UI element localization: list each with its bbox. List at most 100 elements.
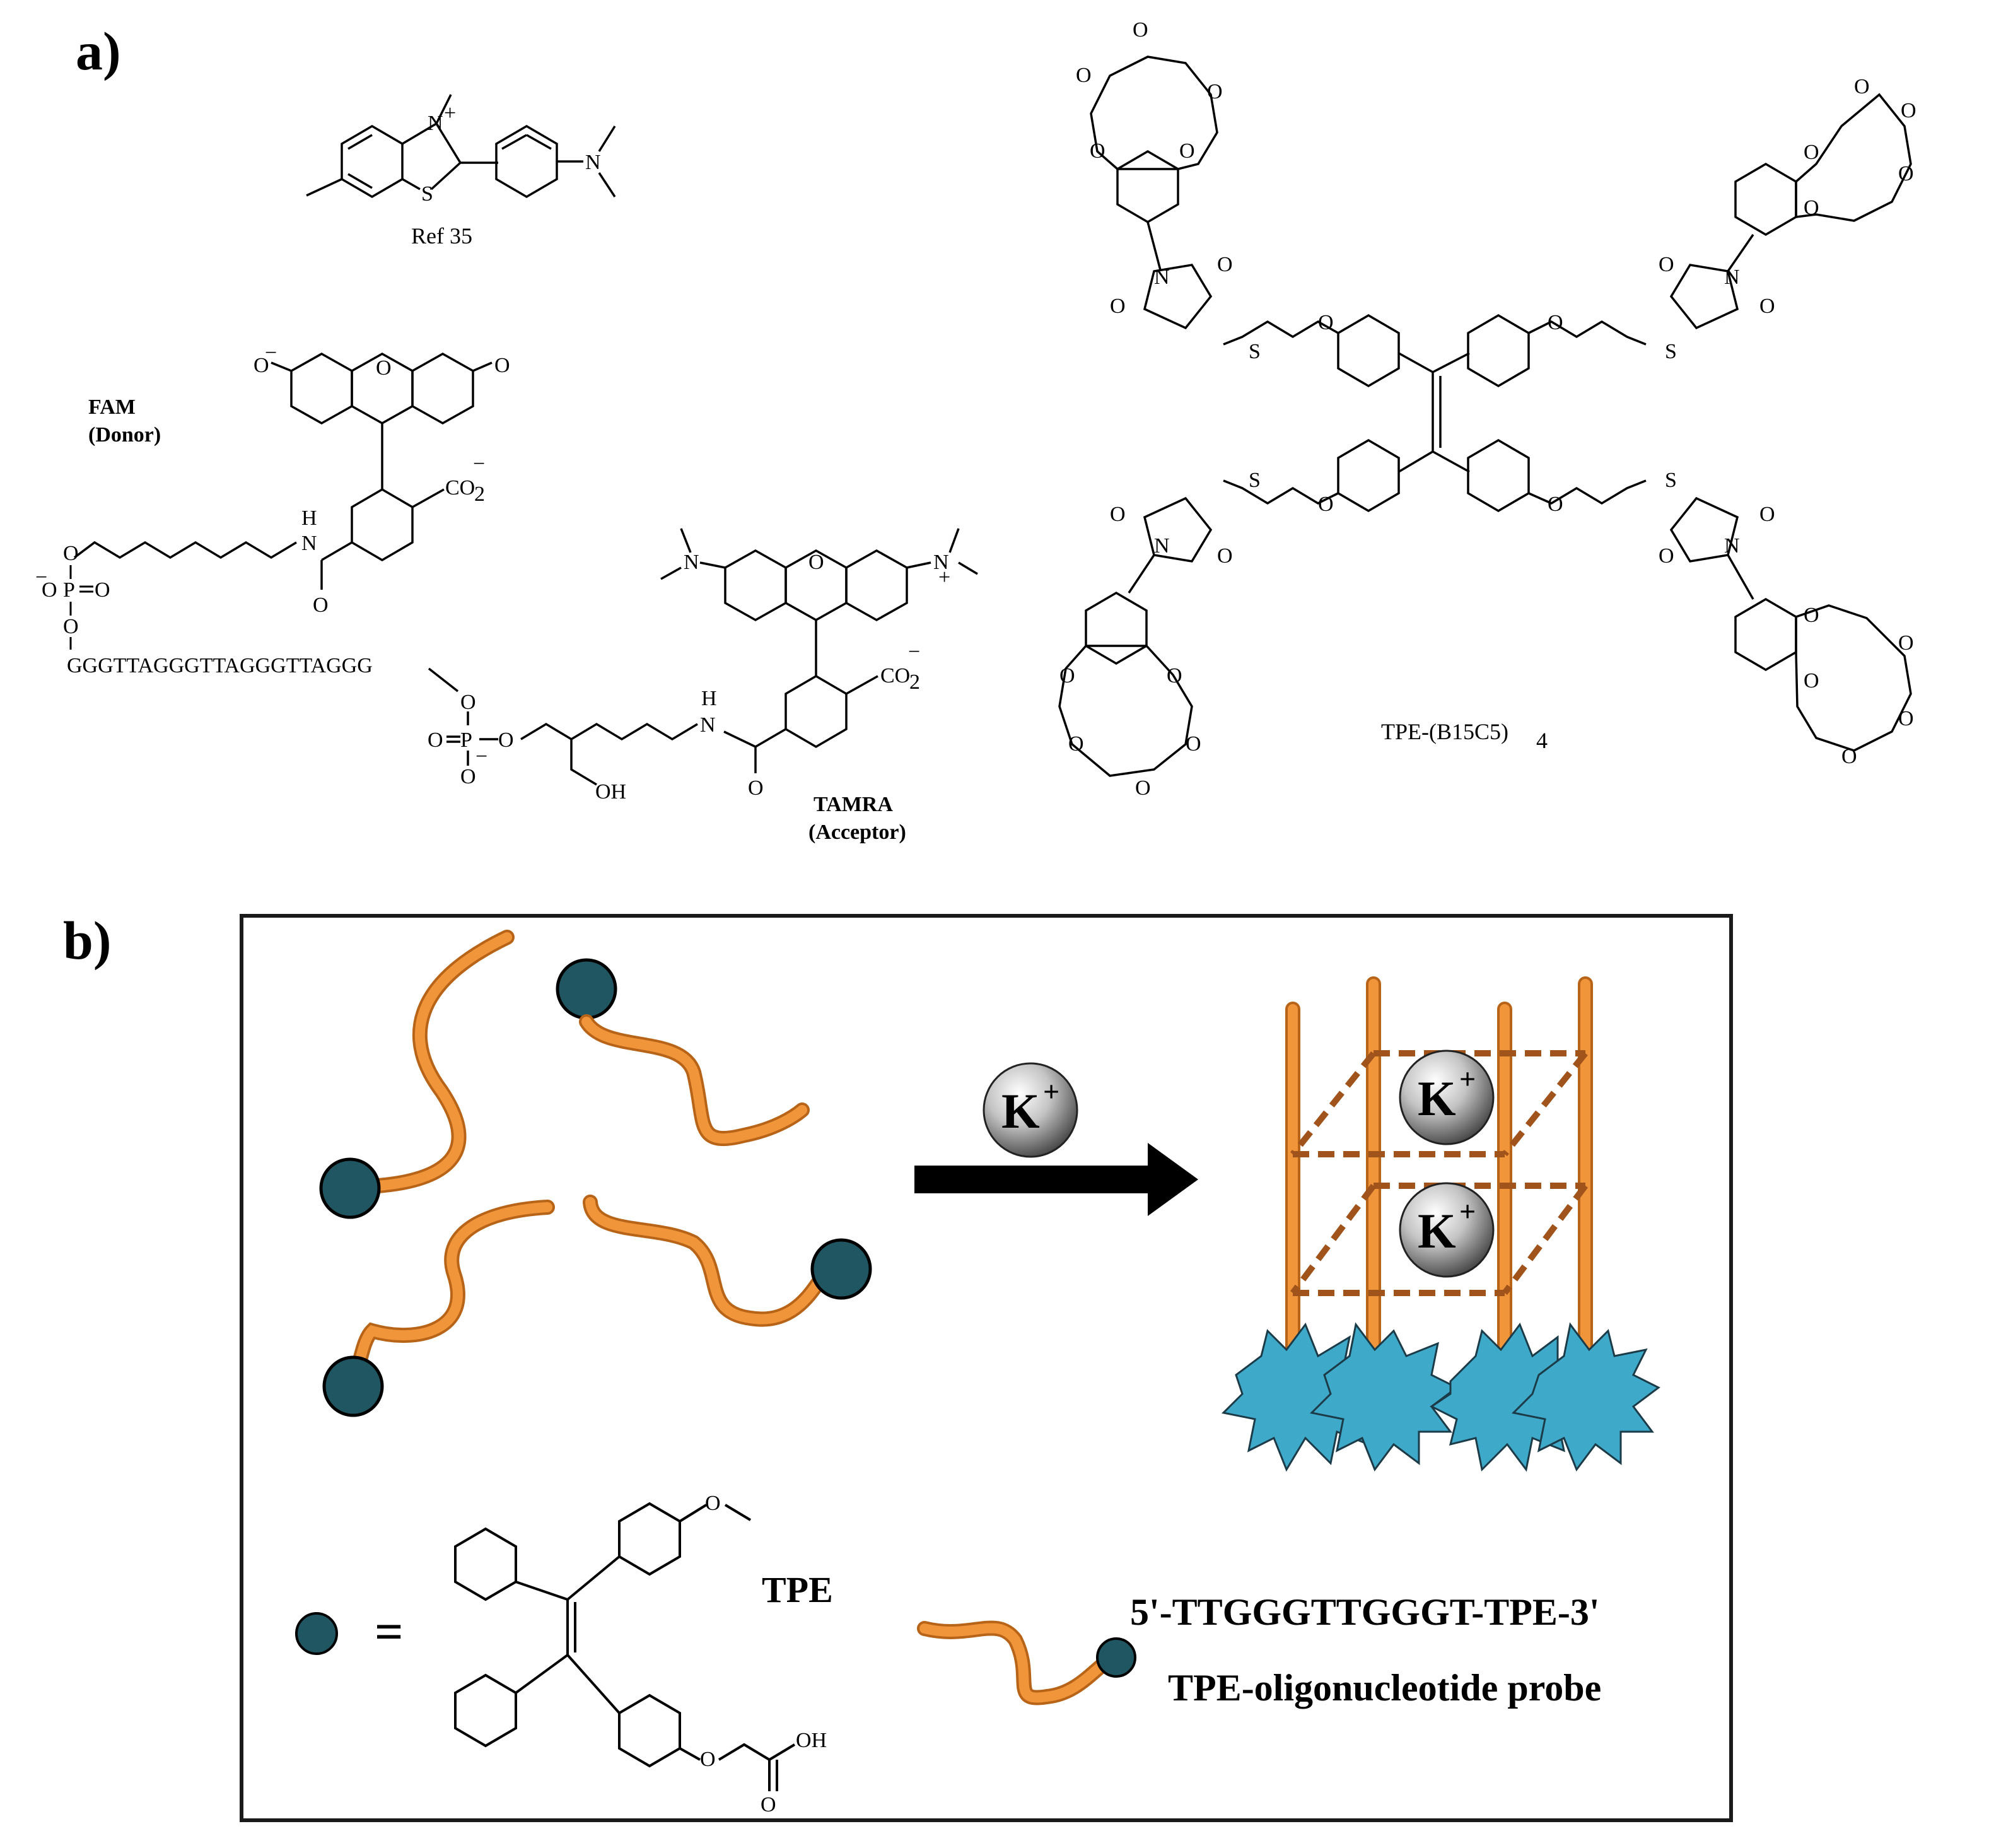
fam-co2: CO <box>445 476 475 500</box>
aie-aggregates <box>1221 1322 1660 1472</box>
legend-equals: = <box>375 1605 404 1660</box>
phosphate2-oxo: O <box>428 728 443 752</box>
fam-co2-minus: − <box>473 452 485 476</box>
crown4-o-4: O <box>1898 707 1914 730</box>
crown2-o-2: O <box>1854 75 1870 98</box>
probe-name: TPE-oligonucleotide probe <box>1168 1667 1601 1709</box>
b15c5-carbonyl-o-6: O <box>1217 544 1233 568</box>
strand-4 <box>585 1197 825 1325</box>
b15c5-s-atom-1: S <box>1249 340 1261 363</box>
strand-3 <box>354 1202 552 1367</box>
b15c5-o-atom-2: O <box>1548 311 1563 334</box>
tpe-acid-oh: OH <box>796 1729 827 1752</box>
tamra-nme2-right: N <box>933 551 949 574</box>
tamra-co2-minus: − <box>908 640 920 664</box>
legend-tpe-bead <box>295 1612 338 1655</box>
tamra-ring-oxygen: O <box>808 551 824 574</box>
crown1-o-3: O <box>1207 80 1223 103</box>
crown1-o-4: O <box>1090 139 1105 163</box>
tpe-b15c5-subscript: 4 <box>1536 728 1548 753</box>
ref35-s-atom: S <box>421 182 433 206</box>
crown2-o-1: O <box>1804 141 1819 164</box>
bound-k-ion-2: K + <box>1399 1182 1495 1278</box>
b15c5-carbonyl-o-1: O <box>1110 295 1126 318</box>
phosphate1-oxo: O <box>95 578 110 602</box>
tamra-nme2-left: N <box>684 551 699 574</box>
reaction-arrow <box>914 1143 1198 1216</box>
tamra-amide-oxygen: O <box>748 776 764 800</box>
tpe-b15c5-heteroatoms: S O O S S O O S N N N N O O O O O O O O … <box>1059 18 1916 800</box>
bound-k-ion-1: K + <box>1399 1050 1495 1145</box>
fam-label: FAM <box>88 395 136 419</box>
phosphate1-oxygen-top: O <box>63 542 79 565</box>
crown2-o-4: O <box>1898 162 1914 185</box>
tamra-plus-charge: + <box>938 566 950 589</box>
panel-b-label: b) <box>63 910 111 971</box>
b15c5-carbonyl-o-3: O <box>1659 253 1674 276</box>
panel-b-frame <box>240 914 1733 1822</box>
crown3-o-1: O <box>1059 664 1075 687</box>
ref35-caption: Ref 35 <box>411 223 472 249</box>
phosphate1-p: P <box>63 578 75 602</box>
b15c5-n-atom-4: N <box>1724 534 1740 558</box>
strand-1 <box>373 932 512 1191</box>
tamra-amide-h: H <box>701 687 717 710</box>
phosphate2-oxygen-right: O <box>498 728 514 752</box>
tpe-structure <box>454 1502 796 1791</box>
b15c5-carbonyl-o-5: O <box>1110 503 1126 526</box>
fam-phenolate-minus: − <box>265 341 277 365</box>
b15c5-s-atom-4: S <box>1665 469 1677 492</box>
fam-co2-subscript: 2 <box>474 482 485 506</box>
tamra-role: (Acceptor) <box>808 821 906 844</box>
tamra-co2-subscript: 2 <box>909 670 920 694</box>
b15c5-carbonyl-o-4: O <box>1759 295 1775 318</box>
crown4-o-1: O <box>1804 604 1819 627</box>
crown2-o-5: O <box>1804 196 1819 219</box>
svg-text:K: K <box>1418 1203 1456 1258</box>
crown1-o-5: O <box>1179 139 1195 163</box>
b15c5-s-atom-2: S <box>1665 340 1677 363</box>
phosphate1-o-minus: O <box>42 578 57 602</box>
tpe-carbonyl-o: O <box>761 1793 776 1816</box>
svg-text:+: + <box>1459 1063 1476 1095</box>
tpe-b15c5-structure <box>1058 56 1912 777</box>
fam-ketone-oxygen: O <box>494 354 510 377</box>
svg-text:K: K <box>1001 1084 1040 1138</box>
crown4-o-3: O <box>1898 631 1914 655</box>
b15c5-o-atom-3: O <box>1318 493 1334 516</box>
ref35-plus-charge: + <box>444 102 456 125</box>
strand-2 <box>581 1017 807 1143</box>
crown4-o-5: O <box>1841 745 1857 768</box>
tamra-amide-n: N <box>700 713 716 737</box>
crown3-o-2: O <box>1167 664 1182 687</box>
b15c5-o-atom-1: O <box>1318 311 1334 334</box>
tpe-legend-label: TPE <box>762 1569 833 1610</box>
b15c5-o-atom-4: O <box>1548 493 1563 516</box>
tamra-structure <box>660 528 978 773</box>
potassium-ion-reagent: K + <box>983 1062 1078 1158</box>
b15c5-s-atom-3: S <box>1249 469 1261 492</box>
fam-amide-h: H <box>301 506 317 530</box>
tamra-hydroxyl: OH <box>595 780 626 804</box>
fam-structure <box>73 353 493 590</box>
svg-text:K: K <box>1418 1071 1456 1126</box>
legend-probe <box>917 1620 1136 1705</box>
ref35-structure <box>306 94 616 199</box>
phosphate2-minus: − <box>475 745 487 768</box>
phosphate1-oxygen-bottom: O <box>63 615 79 638</box>
crown3-o-3: O <box>1068 732 1084 756</box>
fam-amide-n: N <box>301 532 317 555</box>
tamra-co2: CO <box>880 664 910 687</box>
fam-amide-oxygen: O <box>313 594 329 617</box>
crown3-o-5: O <box>1135 776 1151 800</box>
b15c5-n-atom-2: N <box>1724 266 1740 289</box>
tamra-label: TAMRA <box>814 793 893 816</box>
ref35-n-atom: N <box>428 112 443 135</box>
svg-text:+: + <box>1459 1195 1476 1227</box>
b15c5-carbonyl-o-7: O <box>1659 544 1674 568</box>
phosphate2-oxygen-top: O <box>460 691 476 714</box>
phosphate1-bonds <box>69 565 93 650</box>
probe-sequence: 5'-TTGGGTTGGGT-TPE-3' <box>1130 1591 1600 1633</box>
tpe-bead-3 <box>322 1355 384 1417</box>
